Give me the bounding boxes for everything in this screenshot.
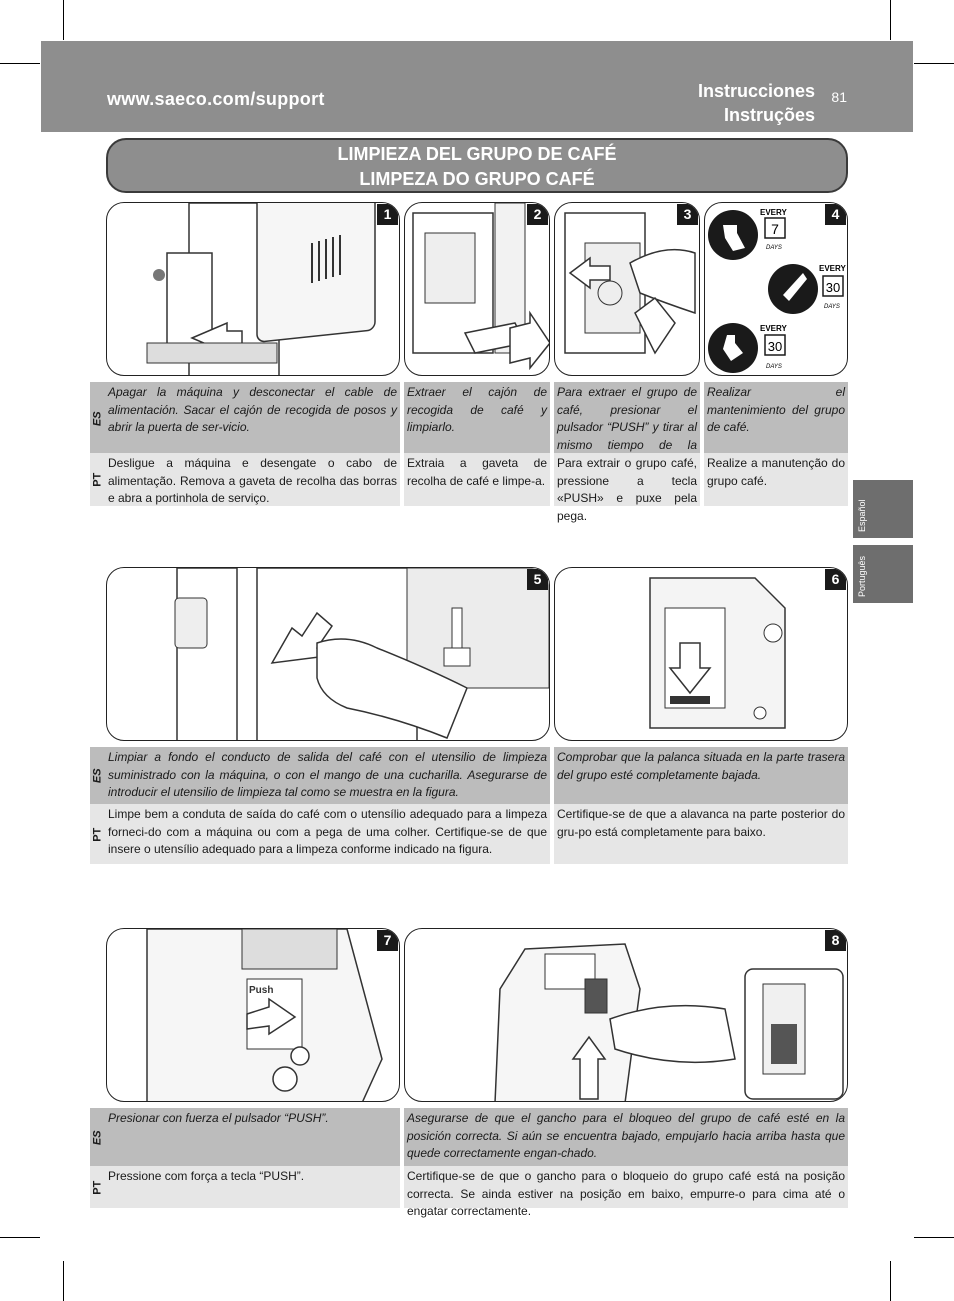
section-title: LIMPIEZA DEL GRUPO DE CAFÉ LIMPEZA DO GR… <box>106 138 848 193</box>
section-title-pt: LIMPEZA DO GRUPO CAFÉ <box>359 169 595 189</box>
coffee-duct-cleaning-drawing <box>174 568 549 740</box>
days-label-1: DAYS <box>766 245 782 251</box>
step-1-text-pt: Desligue a máquina e desengate o cabo de… <box>105 453 400 506</box>
step-number-badge: 7 <box>377 930 398 951</box>
page-header: www.saeco.com/support Instrucciones Inst… <box>41 41 913 132</box>
step-5-illustration: 5 <box>106 567 550 741</box>
lang-label-cell: PT <box>90 1166 106 1208</box>
maintenance-schedule-icons: EVERY 7 DAYS EVERY 30 DAYS EVERY 30 DAYS <box>708 208 846 373</box>
page-number: 81 <box>831 89 847 105</box>
support-url[interactable]: www.saeco.com/support <box>107 89 325 109</box>
crop-mark <box>63 1261 64 1301</box>
step-1-illustration: 1 <box>106 202 400 376</box>
step-5-text-pt: Limpe bem a conduta de saída do café com… <box>105 804 550 864</box>
step-1-text-es: Apagar la máquina y desconectar el cable… <box>105 382 400 454</box>
step-number-badge: 4 <box>825 204 846 225</box>
crop-mark <box>0 1237 40 1238</box>
step-number-badge: 6 <box>825 569 846 590</box>
step-number-badge: 1 <box>377 204 398 225</box>
every-label-3: EVERY <box>760 324 787 333</box>
step-3-text-pt: Para extrair o grupo café, pressione a t… <box>554 453 700 523</box>
crop-mark <box>63 0 64 40</box>
step-2-text-es: Extraer el cajón de recogida de café y l… <box>404 382 550 454</box>
lang-label-cell: PT <box>90 453 106 506</box>
machine-open-door-drawing <box>146 203 376 375</box>
crop-mark <box>0 63 40 64</box>
lang-label-cell: ES <box>90 747 106 804</box>
brew-group-lever-drawing <box>649 577 786 729</box>
crop-mark <box>914 63 954 64</box>
interval-3: 30 <box>768 339 782 354</box>
lang-label-cell: PT <box>90 804 106 864</box>
step-number-badge: 2 <box>527 204 548 225</box>
interval-2: 30 <box>826 280 840 295</box>
step-8-text-es: Asegurarse de que el gancho para el bloq… <box>404 1108 848 1166</box>
step-4-text-pt: Realize a manutenção do grupo café. <box>704 453 848 506</box>
lang-label-cell: ES <box>90 1108 106 1166</box>
header-title-es: Instrucciones <box>697 81 815 101</box>
step-7-illustration: Push 7 <box>106 928 400 1102</box>
step-8-illustration: 8 <box>404 928 848 1102</box>
step-number-badge: 5 <box>527 569 548 590</box>
step-number-badge: 8 <box>825 930 846 951</box>
step-5-text-es: Limpiar a fondo el conducto de salida de… <box>105 747 550 804</box>
step-6-text-pt: Certifique-se de que a alavanca na parte… <box>554 804 848 864</box>
crop-mark <box>890 0 891 40</box>
header-title-pt: Instruções <box>723 105 815 125</box>
step-6-text-es: Comprobar que la palanca situada en la p… <box>554 747 848 804</box>
step-3-text-es: Para extraer el grupo de café, presionar… <box>554 382 700 469</box>
crop-mark <box>914 1237 954 1238</box>
side-tab-pt-label: Português <box>857 555 867 597</box>
step-4-illustration: EVERY 7 DAYS EVERY 30 DAYS EVERY 30 DAYS… <box>704 202 848 376</box>
side-tab-pt[interactable]: Português <box>853 545 913 603</box>
step-3-illustration: 3 <box>554 202 700 376</box>
lang-label-cell: ES <box>90 382 106 454</box>
drip-drawer-drawing <box>412 203 549 371</box>
brew-group-removal-drawing <box>564 212 696 355</box>
interval-1: 7 <box>771 221 779 237</box>
header-titles: Instrucciones Instruções <box>698 79 815 127</box>
days-label-2: DAYS <box>824 304 840 310</box>
step-2-illustration: 2 <box>404 202 550 376</box>
every-label-1: EVERY <box>760 208 787 217</box>
push-button-drawing: Push <box>146 929 383 1101</box>
step-6-illustration: 6 <box>554 567 848 741</box>
push-label: Push <box>249 985 273 996</box>
step-8-text-pt: Certifique-se de que o gancho para o blo… <box>404 1166 848 1218</box>
step-2-text-pt: Extraia a gaveta de recolha de café e li… <box>404 453 550 506</box>
step-4-text-es: Realizar el mantenimiento del grupo de c… <box>704 382 848 454</box>
step-number-badge: 3 <box>677 204 698 225</box>
side-tab-es-label: Español <box>857 499 867 532</box>
section-title-es: LIMPIEZA DEL GRUPO DE CAFÉ <box>337 144 617 164</box>
crop-mark <box>890 1261 891 1301</box>
every-label-2: EVERY <box>819 264 846 273</box>
locking-hook-drawing <box>494 943 844 1101</box>
side-tab-es[interactable]: Español <box>853 480 913 538</box>
step-7-text-es: Presionar con fuerza el pulsador “PUSH”. <box>105 1108 400 1166</box>
step-7-text-pt: Pressione com força a tecla “PUSH”. <box>105 1166 400 1208</box>
days-label-3: DAYS <box>766 364 782 370</box>
